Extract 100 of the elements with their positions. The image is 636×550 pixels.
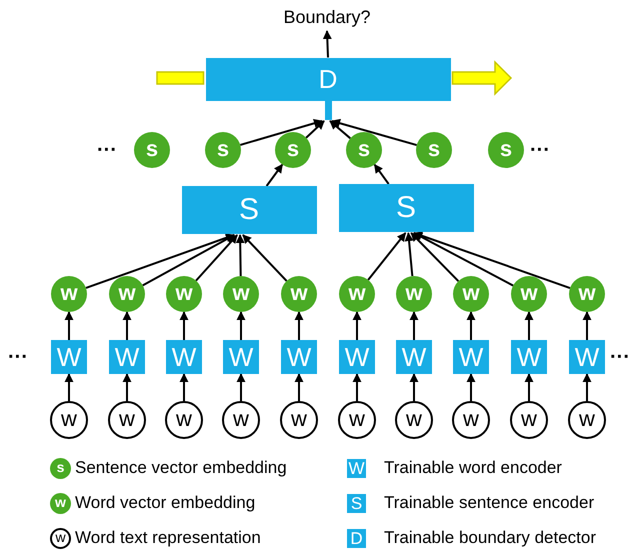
arrow (64, 373, 74, 401)
word-text-circle (338, 401, 376, 439)
node-letter: w (290, 282, 308, 304)
node-letter: W (574, 344, 600, 370)
node-letter: w (118, 282, 136, 304)
node-letter: s (500, 138, 512, 160)
word-embedding-circle (569, 276, 605, 312)
word-embedding-circle (223, 276, 259, 312)
word-embedding-circle (51, 276, 87, 312)
word-text-circle (108, 401, 146, 439)
node-letter: W (458, 344, 484, 370)
arrow (582, 373, 592, 401)
sentence-embedding-circle (416, 132, 452, 168)
legend-text: Sentence vector embedding (75, 459, 287, 476)
legend-text: Trainable boundary detector (384, 529, 596, 546)
word-embedding-circle (396, 276, 432, 312)
node-letter: w (233, 408, 249, 430)
arrow (305, 120, 325, 138)
word-embedding-circle (339, 276, 375, 312)
word-encoder-box (223, 340, 259, 374)
word-encoder-box (339, 340, 375, 374)
word-encoder-box (166, 340, 202, 374)
arrow (329, 120, 351, 140)
arrow (413, 231, 570, 289)
legend-text: Trainable word encoder (384, 459, 562, 476)
arrow (236, 311, 246, 340)
arrow (352, 373, 362, 401)
arrow (410, 232, 460, 282)
node-letter: w (406, 408, 422, 430)
detector-box (206, 58, 450, 100)
word-encoder-box (109, 340, 145, 374)
detector-symbol: D (347, 528, 366, 548)
sentence-embedding-symbol: s (50, 458, 71, 478)
node-letter: W (172, 344, 196, 370)
legend-text: Word text representation (75, 529, 261, 546)
node-letter: w (291, 408, 307, 430)
node-letter: w (232, 282, 250, 304)
sentence-encoder-symbol: S (347, 494, 366, 512)
sentence-encoder-box (182, 186, 316, 234)
node-letter: w (175, 282, 193, 304)
node-letter: S (396, 193, 416, 223)
word-encoder-box (396, 340, 432, 374)
ellipsis: ··· (97, 140, 117, 160)
node-letter: w (349, 408, 365, 430)
arrow (86, 234, 235, 289)
node-letter: w (520, 282, 538, 304)
arrow (294, 311, 304, 340)
arrow (236, 373, 246, 401)
arrow (374, 164, 390, 185)
word-encoder-symbol: W (347, 458, 366, 478)
word-encoder-box (281, 340, 317, 374)
node-letter: w (578, 282, 596, 304)
arrow (64, 311, 74, 340)
node-letter: w (176, 408, 192, 430)
ellipsis: ··· (610, 347, 630, 367)
arrow (180, 311, 188, 340)
node-letter: s (428, 138, 440, 160)
node-letter: D (318, 66, 338, 92)
legend-text: Word vector embedding (75, 494, 256, 511)
word-encoder-box (569, 340, 605, 374)
node-letter: s (286, 138, 300, 160)
word-embedding-circle (166, 276, 202, 312)
arrow (180, 373, 188, 401)
sentence-embedding-circle (275, 132, 311, 168)
arrow (322, 30, 332, 58)
word-encoder-box (453, 340, 489, 374)
block-arrow (452, 60, 512, 96)
arrow (404, 232, 414, 276)
node-letter: w (119, 408, 135, 430)
arrow (352, 311, 362, 340)
node-letter: W (516, 344, 542, 370)
arrow (331, 118, 417, 146)
word-embedding-circle (511, 276, 547, 312)
arrow (294, 373, 304, 401)
legend-text: Trainable sentence encoder (384, 494, 594, 511)
word-embedding-circle (281, 276, 317, 312)
node-letter: w (348, 282, 366, 304)
ellipsis: ··· (8, 347, 28, 367)
sentence-encoder-box (338, 184, 474, 232)
block-bar (156, 71, 204, 85)
sentence-embedding-circle (134, 132, 170, 168)
node-letter: w (521, 408, 537, 430)
node-letter: W (402, 344, 426, 370)
word-text-circle (510, 401, 548, 439)
output-label: Boundary? (283, 8, 371, 26)
node-letter: W (228, 344, 254, 370)
arrow (242, 234, 288, 282)
word-text-circle (452, 401, 490, 439)
word-text-circle (222, 401, 260, 439)
word-embedding-symbol: w (50, 492, 71, 514)
arrow (582, 311, 592, 340)
word-text-symbol: w (50, 528, 71, 548)
word-encoder-box (511, 340, 547, 374)
arrow (122, 311, 132, 340)
node-letter: W (56, 344, 82, 370)
word-embedding-circle (453, 276, 489, 312)
arrow (236, 234, 245, 276)
node-letter: s (146, 138, 158, 160)
arrow (413, 232, 514, 286)
arrow (195, 234, 238, 282)
